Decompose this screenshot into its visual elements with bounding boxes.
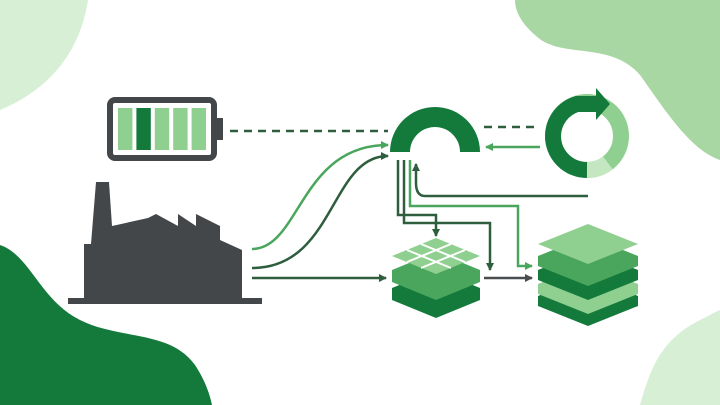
layered-block-icon bbox=[538, 224, 638, 326]
cycle-ring-icon bbox=[544, 88, 629, 178]
battery-cell bbox=[136, 108, 151, 150]
connector-factory-to-half-ring-green bbox=[251, 141, 389, 251]
battery-terminal bbox=[214, 118, 223, 140]
blob-top-right bbox=[515, 0, 720, 160]
connector-half-ring-to-arrow-point bbox=[402, 160, 494, 271]
battery-cells bbox=[118, 108, 206, 150]
battery-cell bbox=[191, 108, 206, 150]
blob-bottom-left bbox=[0, 245, 212, 405]
grid-block-icon bbox=[392, 238, 480, 318]
cycle-ring-pale-arc bbox=[586, 156, 613, 178]
battery-cell bbox=[118, 108, 133, 150]
grid-block-top bbox=[392, 238, 480, 274]
battery-icon bbox=[107, 97, 223, 161]
battery-cell bbox=[173, 108, 188, 150]
connector-layered-to-half-ring bbox=[412, 163, 588, 198]
blob-bottom-right bbox=[640, 310, 720, 405]
battery-cell bbox=[154, 108, 170, 150]
cycle-arrow-icon bbox=[575, 88, 610, 120]
factory-building bbox=[84, 182, 242, 298]
connector-half-ring-to-layered-block bbox=[408, 160, 533, 270]
cycle-ring-dark-arc bbox=[544, 96, 588, 178]
connector-factory-to-half-ring-dark bbox=[251, 152, 389, 270]
grid-block-tile-lines bbox=[406, 243, 466, 269]
factory-icon bbox=[68, 182, 262, 304]
half-ring-icon bbox=[390, 107, 480, 152]
blob-top-left bbox=[0, 0, 88, 110]
factory-ground bbox=[68, 298, 262, 304]
layer-top bbox=[538, 224, 638, 264]
connector-half-ring-to-grid-block bbox=[396, 160, 440, 237]
